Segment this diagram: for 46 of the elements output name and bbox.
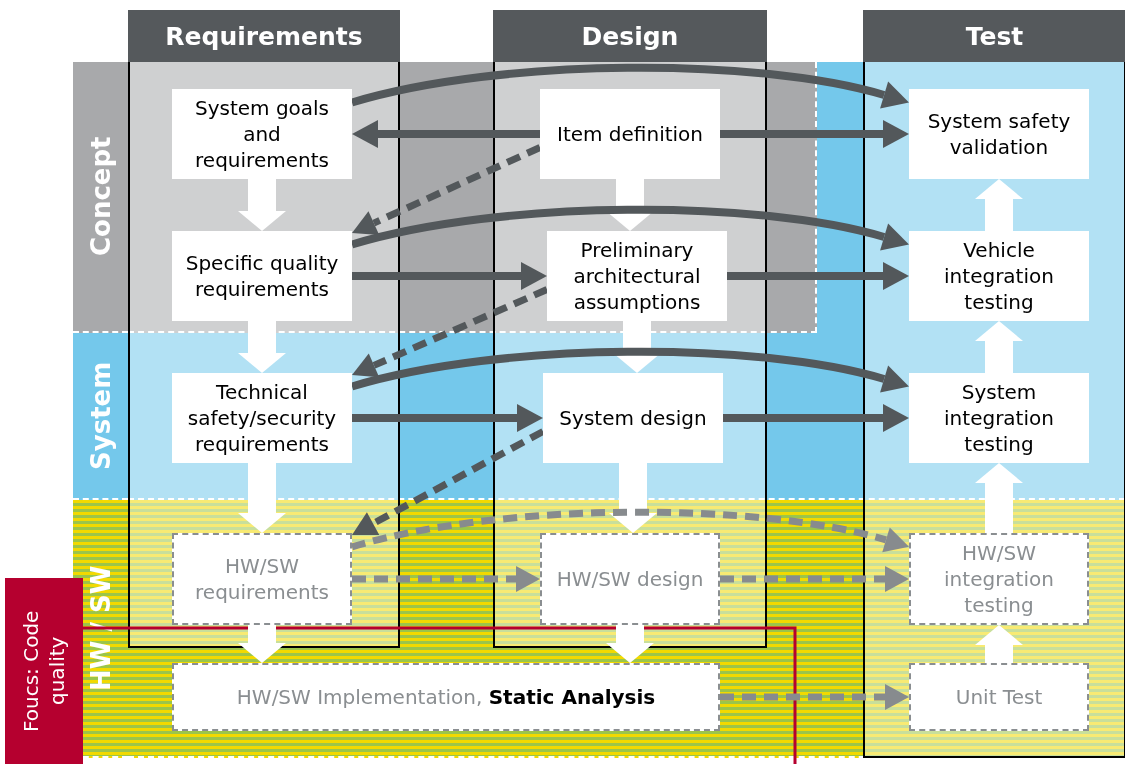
block-arrow	[238, 179, 286, 231]
process-box: System design	[543, 373, 723, 463]
arrow	[352, 404, 543, 432]
process-box: HW/SW design	[540, 533, 720, 625]
dashed-arrow	[720, 684, 909, 710]
block-arrow	[975, 463, 1023, 533]
block-arrow	[975, 625, 1023, 663]
column-header: Test	[863, 10, 1125, 62]
dashed-arrow	[352, 566, 540, 592]
arrow	[351, 205, 910, 251]
block-arrow	[238, 463, 286, 533]
block-arrow	[238, 625, 286, 663]
arrow	[723, 404, 909, 432]
dashed-arrow	[352, 428, 545, 535]
dashed-arrow	[720, 566, 909, 592]
dashed-arrow	[351, 508, 910, 553]
focus-tab	[5, 578, 83, 764]
band-label: Concept	[73, 62, 128, 333]
arrow	[720, 120, 909, 148]
dashed-arrow	[352, 286, 549, 378]
block-arrow	[975, 179, 1023, 231]
arrow	[351, 63, 910, 109]
process-box: System safety validation	[909, 89, 1089, 179]
arrow	[352, 262, 547, 290]
process-box: HW/SW integration testing	[909, 533, 1089, 625]
arrow	[727, 262, 909, 290]
block-arrow	[238, 321, 286, 373]
process-box: System goals and requirements	[172, 89, 352, 179]
process-box: Item definition	[540, 89, 720, 179]
process-box: Technical safety/security requirements	[172, 373, 352, 463]
focus-label: Foucs: Code quality	[18, 609, 70, 734]
arrow	[351, 347, 910, 393]
dashed-arrow	[352, 144, 542, 235]
process-box: HW/SW Implementation, Static Analysis	[172, 663, 720, 731]
process-box: Preliminary architectural assumptions	[547, 231, 727, 321]
arrow	[352, 120, 540, 148]
column-header: Design	[493, 10, 767, 62]
process-box: System integration testing	[909, 373, 1089, 463]
process-box: Specific quality requirements	[172, 231, 352, 321]
process-box: Unit Test	[909, 663, 1089, 731]
column-header: Requirements	[128, 10, 400, 62]
block-arrow	[975, 321, 1023, 373]
band-label: System	[73, 333, 128, 500]
block-arrow	[606, 625, 654, 663]
process-box: HW/SW requirements	[172, 533, 352, 625]
process-box: Vehicle integration testing	[909, 231, 1089, 321]
